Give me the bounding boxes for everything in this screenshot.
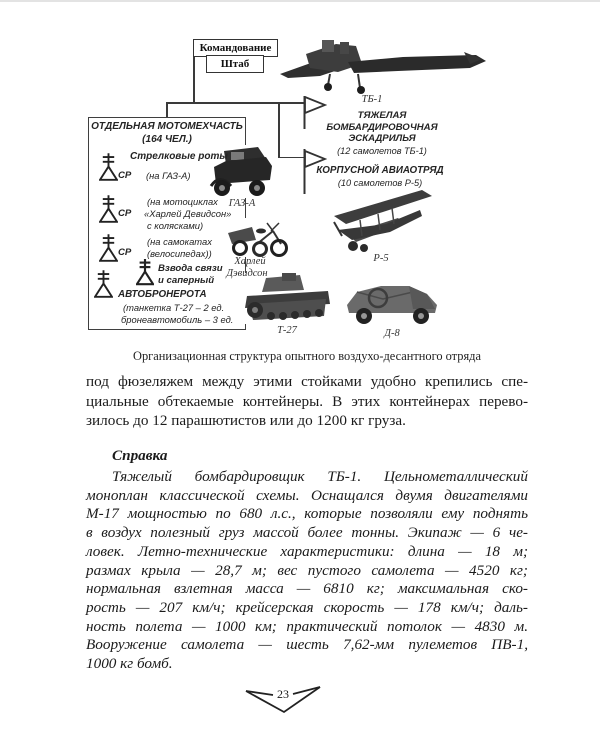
armored-company-label: АВТОБРОНЕРОТА <box>118 289 207 300</box>
figure-caption: Организационная структура опытного возду… <box>133 349 481 363</box>
gaz-photo-label: ГАЗ-А <box>228 198 256 209</box>
flag-icon <box>303 149 327 194</box>
page-number: 23 <box>277 687 289 701</box>
spravka-line: 1000 кг бомб. <box>86 655 173 673</box>
sr-note: «Харлей Девидсон» <box>144 208 232 219</box>
motomech-title: ОТДЕЛЬНАЯ МОТОМЕХЧАСТЬ <box>91 121 243 132</box>
gaz-photo <box>206 145 278 198</box>
spravka-paragraph: Тяжелый бомбардировщик ТБ-1. Цельнометал… <box>86 468 528 674</box>
spravka-line: Тяжелый бомбардировщик ТБ-1. Цельнометал… <box>112 468 528 485</box>
connector-line <box>278 156 305 158</box>
armored-note: бронеавтомобиль – 3 ед. <box>121 314 234 325</box>
command-box: Командование <box>193 39 278 57</box>
squadron-note: (12 самолетов ТБ-1) <box>337 145 427 156</box>
harley-photo <box>226 218 290 257</box>
connector-line <box>193 56 195 102</box>
squadron-title: ТЯЖЕЛАЯ БОМБАРДИРОВОЧНАЯ ЭСКАДРИЛЬЯ (12 … <box>312 110 452 157</box>
connector-line <box>166 102 168 118</box>
connector-line <box>166 102 305 104</box>
spravka-line: рость — 207 км/ч; крейсерская скорость —… <box>86 598 528 616</box>
rifle-company-symbol-icon <box>99 234 118 262</box>
armored-note: (танкетка Т-27 – 2 ед. <box>123 302 225 313</box>
spravka-section: Справка Тяжелый бомбардировщик ТБ-1. Цел… <box>86 446 528 674</box>
tb1-photo <box>278 32 490 96</box>
body-paragraph: под фюзеляжем между этими стойками удобн… <box>86 372 528 431</box>
rifle-company-symbol-icon <box>99 195 118 223</box>
flag-icon <box>303 95 327 129</box>
armored-company-symbol-icon <box>94 270 113 298</box>
spravka-line: М-17 мощностью по 680 л.с., которые позв… <box>86 505 528 523</box>
platoons-label: и саперный <box>158 275 215 286</box>
staff-label: Штаб <box>220 58 250 70</box>
platoons-label: Взвода связи <box>158 263 223 274</box>
spravka-line: нормальная взлетная масса — 6810 кг; мак… <box>86 580 528 598</box>
detachment-note: (10 самолетов Р-5) <box>337 178 423 188</box>
r5-photo-label: Р-5 <box>373 253 389 264</box>
d8-photo <box>341 278 443 325</box>
motomech-subtitle: (164 ЧЕЛ.) <box>142 133 192 145</box>
body-line: циальные обтекаемые контейнеры. В этих к… <box>86 392 528 410</box>
tb1-photo-label: ТБ-1 <box>361 94 383 105</box>
sr-note: (на ГАЗ-А) <box>146 170 191 181</box>
spravka-line: моноплан классической схемы. Оснащался д… <box>86 486 528 504</box>
rifle-companies-heading: Стрелковые роты <box>130 151 228 162</box>
sr-note: с колясками) <box>147 220 204 231</box>
spravka-line: Вооружение самолета — шесть 7,62-мм пуле… <box>86 636 528 654</box>
harley-photo-label: Харлей <box>234 256 266 267</box>
sr-label: СР <box>118 247 132 258</box>
sr-note: (велосипедах)) <box>147 248 212 259</box>
harley-photo-label: Дэвидсон <box>226 268 268 279</box>
spravka-line: ловек. Летно-технические характеристики:… <box>86 542 528 560</box>
detachment-title: КОРПУСНОЙ АВИАОТРЯД (10 самолетов Р-5) <box>300 164 460 190</box>
body-line: под фюзеляжем между этими стойками удобн… <box>86 373 528 390</box>
staff-box: Штаб <box>206 55 264 73</box>
page-number-ornament: 23 <box>243 682 323 716</box>
r5-photo <box>326 188 436 252</box>
command-label: Командование <box>199 42 272 54</box>
sr-note: (на мотоциклах <box>147 196 218 207</box>
d8-photo-label: Д-8 <box>384 328 400 339</box>
platoon-symbol-icon <box>136 259 154 286</box>
triangle-ornament-icon: 23 <box>245 686 321 714</box>
t27-photo-label: Т-27 <box>277 325 297 336</box>
spravka-heading: Справка <box>112 447 168 464</box>
sr-label: СР <box>118 170 132 181</box>
rifle-company-symbol-icon <box>99 153 118 181</box>
spravka-line: размах крыла — 28,7 м; вес пустого самол… <box>86 561 528 579</box>
t27-photo <box>240 273 335 324</box>
body-line: зилось до 12 парашютистов или до 1200 кг… <box>86 412 406 430</box>
sr-label: СР <box>118 208 132 219</box>
spravka-line: ность полета — 1000 км; практический пот… <box>86 617 528 635</box>
connector-line <box>278 102 280 158</box>
sr-note: (на самокатах <box>147 236 212 247</box>
spravka-line: в воздух полезный груз массой более тонн… <box>86 524 528 542</box>
